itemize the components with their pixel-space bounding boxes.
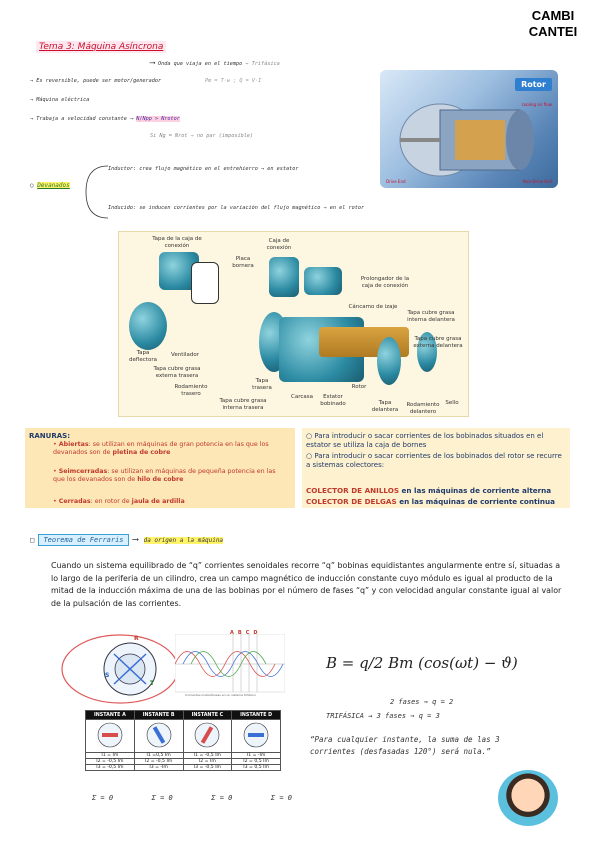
inductor-note: Inductor: crea flujo magnético en el ent… xyxy=(108,166,299,172)
instant-b-diagram xyxy=(133,719,184,753)
front-cover-part xyxy=(377,337,401,385)
bracket-icon xyxy=(85,165,109,219)
inducido-note: Inducido: se inducen corrientes por la v… xyxy=(108,205,365,211)
ranuras-item-semicerradas: • Seimcerradas: se utilizan en máquinas … xyxy=(53,468,276,483)
formula-two-phase: 2 fases ⇒ q = 2 xyxy=(390,698,454,706)
note-electric: → Máquina eléctrica xyxy=(30,97,90,103)
page-title: Tema 3: Máquina Asíncrona xyxy=(36,41,167,53)
rotating-field-diagram xyxy=(61,634,178,704)
ferraris-paragraph: Cuando un sistema equilibrado de “q” cor… xyxy=(51,561,562,608)
title-arrow-note: ⟶ Onda que viaja en el tiempo ⇒ Trifásic… xyxy=(150,58,280,68)
note-constant-speed: → Trabaja a velocidad constante ⟶ N/Npp … xyxy=(30,116,180,122)
instant-a-diagram xyxy=(85,719,135,753)
colector-item-estator: ○ Para introducir o sacar corrientes de … xyxy=(306,432,544,449)
note-speed-impossible: Si Ng = Nrot → no par (imposible) xyxy=(150,133,254,139)
ranuras-box: RANURAS: • Abiertas: se utilizan en máqu… xyxy=(25,428,295,508)
extension-box-part xyxy=(304,267,342,295)
instant-d-diagram xyxy=(231,719,281,753)
rotor-label: Rotor xyxy=(515,78,552,91)
grease-cover-part xyxy=(417,332,437,372)
gasket-part xyxy=(191,262,219,304)
devanados-label: ○ Devanados xyxy=(30,182,70,189)
rotor-image: Rotor Drive End Non-Drive End cooling ai… xyxy=(380,70,558,188)
motor-exploded-image: Tapa de la caja de conexión Caja de cone… xyxy=(118,231,469,417)
colector-box: ○ Para introducir o sacar corrientes de … xyxy=(302,428,570,508)
sine-waves-plot xyxy=(175,634,285,693)
junction-box-part xyxy=(269,257,299,297)
instant-c-diagram xyxy=(182,719,233,753)
brand-logo: CAMBI CANTEI xyxy=(528,8,578,39)
colector-delgas: COLECTOR DE DELGAS en las máquinas de co… xyxy=(306,497,555,506)
ferraris-title: □ Teorema de Ferraris ⟶ da origen a la m… xyxy=(30,534,224,546)
note-reversible-formula: Pm = T·w ; Q = V·I xyxy=(205,78,262,84)
formula-quote: “Para cualquier instante, la suma de las… xyxy=(310,735,500,756)
note-reversible: → Es reversible, puede ser motor/generad… xyxy=(30,78,162,84)
deflector-part xyxy=(129,302,167,350)
colector-anillos: COLECTOR DE ANILLOS en las máquinas de c… xyxy=(306,486,552,495)
formula-three-phase: TRIFÁSICA → 3 fases ⇒ q = 3 xyxy=(326,712,440,720)
avatar xyxy=(498,770,558,826)
ranuras-item-abiertas: • Abiertas: se utilizan en máquinas de g… xyxy=(53,441,269,456)
wave-labels: ABCD xyxy=(230,630,262,636)
ferraris-formula: B = q/2 Bm (cos(ωt) − ϑ) xyxy=(326,654,518,672)
ranuras-item-cerradas: • Cerradas: en rotor de jaula de ardilla xyxy=(53,498,185,505)
motor-illustration-icon xyxy=(399,103,534,177)
colector-item-rotor: ○ Para introducir o sacar corrientes de … xyxy=(306,452,562,469)
instants-table: INSTANTE A INSTANTE B INSTANTE C INSTANT… xyxy=(85,710,281,771)
